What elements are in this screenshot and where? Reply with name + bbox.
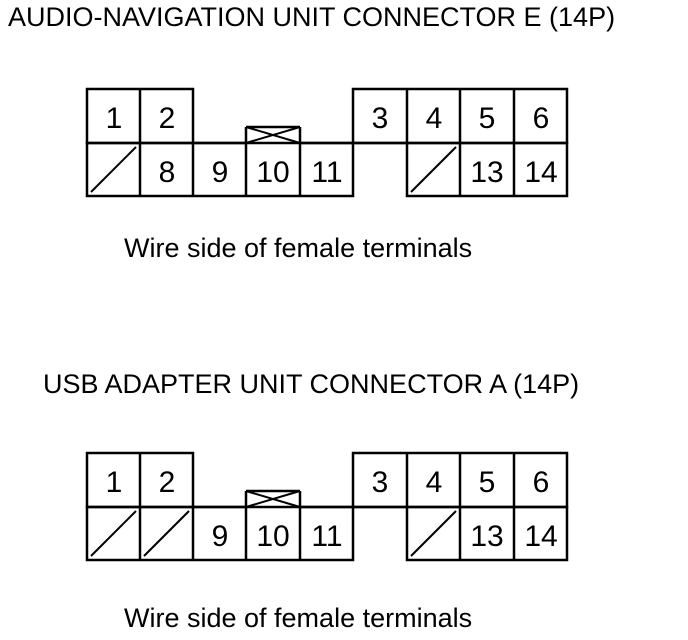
terminal-label: 5 xyxy=(479,102,496,135)
terminal-label: 4 xyxy=(426,102,443,135)
terminal-label: 3 xyxy=(372,102,389,135)
terminal-label: 13 xyxy=(470,156,503,189)
terminal-label: 11 xyxy=(311,520,342,553)
terminal-label: 6 xyxy=(533,466,550,499)
terminal-label: 14 xyxy=(524,520,557,553)
terminal-label: 1 xyxy=(106,466,123,499)
terminal-label: 10 xyxy=(256,520,289,553)
terminal-label: 9 xyxy=(212,520,229,553)
terminal-label: 10 xyxy=(256,156,289,189)
connector-caption: Wire side of female terminals xyxy=(124,603,473,633)
terminal-label: 1 xyxy=(106,102,123,135)
terminal-label: 2 xyxy=(159,466,176,499)
cavity-outline-bottom-right xyxy=(405,505,569,562)
terminal-label: 3 xyxy=(372,466,389,499)
terminal-label: 5 xyxy=(479,466,496,499)
blank-terminal-mark xyxy=(90,510,137,557)
connector-caption: Wire side of female terminals xyxy=(124,233,473,263)
lock-tab xyxy=(245,126,301,144)
terminal-label: 13 xyxy=(470,520,503,553)
terminal-label: 6 xyxy=(533,102,550,135)
connector-title: USB ADAPTER UNIT CONNECTOR A (14P) xyxy=(43,369,580,399)
blank-terminal-mark xyxy=(143,510,190,557)
terminal-label: 2 xyxy=(159,102,176,135)
terminal-label: 11 xyxy=(311,156,342,189)
blank-terminal-mark xyxy=(410,146,457,193)
blank-terminal-mark xyxy=(90,146,137,193)
blank-terminal-mark xyxy=(410,510,457,557)
cavity-outline-bottom-right xyxy=(405,141,569,198)
terminal-label: 14 xyxy=(524,156,557,189)
terminal-label: 8 xyxy=(159,156,176,189)
terminal-label: 4 xyxy=(426,466,443,499)
connector-title: AUDIO-NAVIGATION UNIT CONNECTOR E (14P) xyxy=(8,2,616,32)
lock-tab xyxy=(245,490,301,508)
terminal-label: 9 xyxy=(212,156,229,189)
